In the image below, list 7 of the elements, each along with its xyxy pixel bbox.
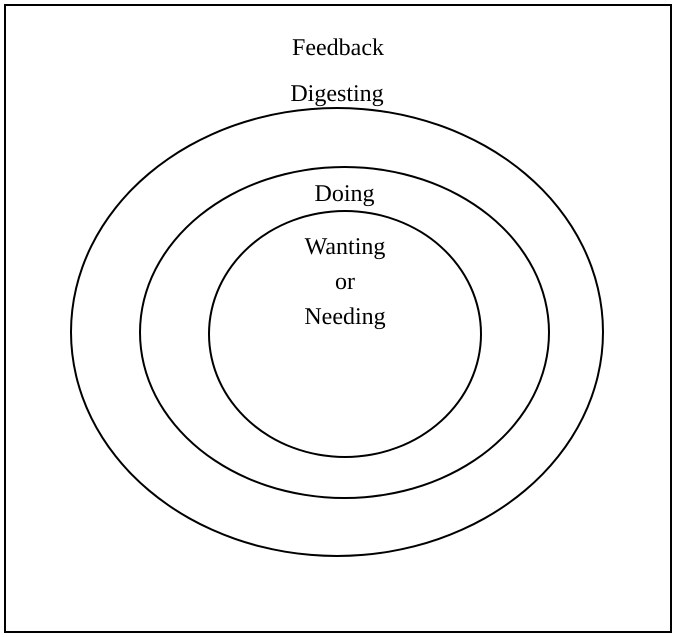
node-label: Digesting (289, 80, 385, 108)
frame-box (4, 4, 672, 633)
ellipse (208, 210, 482, 458)
node-label: Feedback (291, 34, 385, 62)
node-label: Doing (314, 180, 376, 208)
ellipse (139, 166, 550, 499)
node-label: Wanting or Needing (303, 233, 387, 332)
